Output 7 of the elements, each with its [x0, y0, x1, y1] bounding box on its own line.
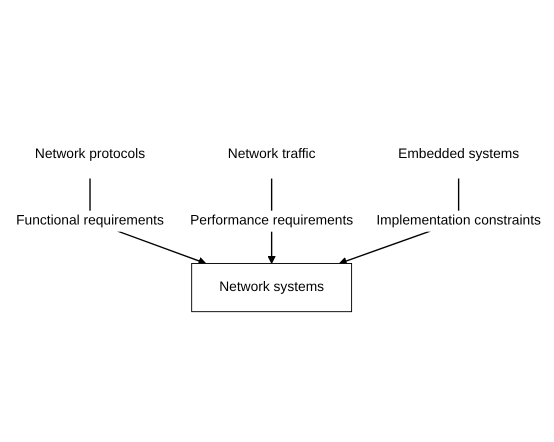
edge-label: Performance requirements	[190, 212, 354, 228]
node-box: Network systems	[191, 263, 352, 312]
node-text: Network protocols	[34, 146, 146, 162]
edge-label: Implementation constraints	[376, 212, 541, 228]
edge-label: Functional requirements	[16, 212, 164, 228]
node-text: Embedded systems	[398, 146, 520, 162]
node-text: Network traffic	[228, 146, 316, 162]
